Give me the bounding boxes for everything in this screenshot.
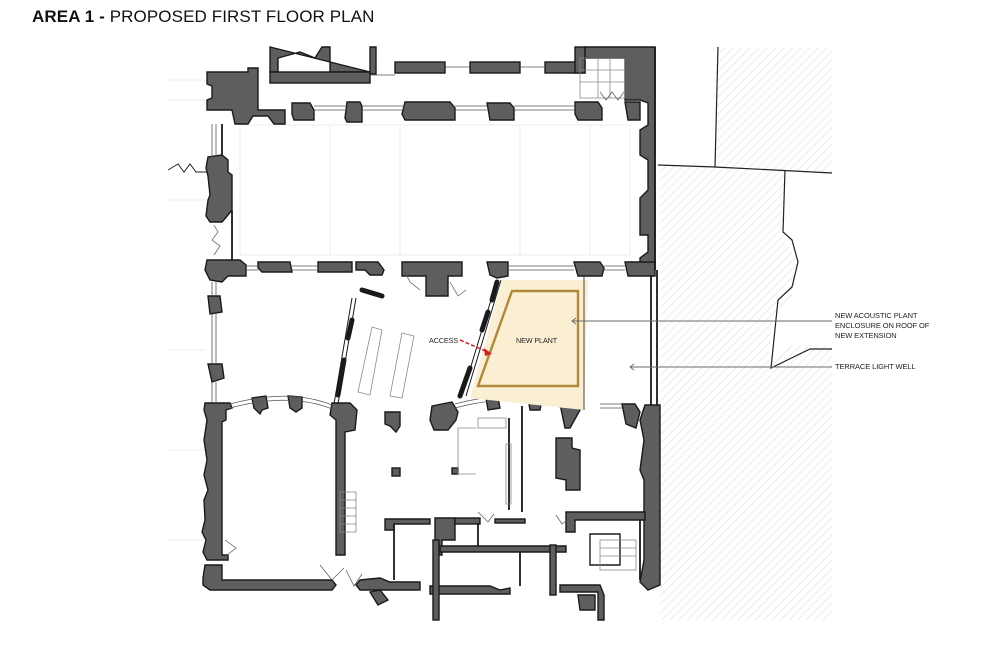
- walls: [201, 46, 661, 621]
- slanted-walls: [335, 279, 500, 399]
- acoustic-enclosure-label-line3: NEW EXTENSION: [835, 331, 897, 340]
- new-plant-label: NEW PLANT: [516, 336, 558, 345]
- context-lines: [168, 79, 631, 541]
- thin-walls: [221, 47, 658, 586]
- title-plan-name: PROPOSED FIRST FLOOR PLAN: [104, 7, 375, 26]
- terrace-light-well-label: TERRACE LIGHT WELL: [835, 362, 916, 371]
- door-swings: [167, 91, 625, 587]
- acoustic-enclosure-label-line1: NEW ACOUSTIC PLANT: [835, 311, 918, 320]
- acoustic-enclosure-label-line2: ENCLOSURE ON ROOF OF: [835, 321, 930, 330]
- neighbouring-site-hatch: [657, 46, 833, 620]
- leader-lines: [571, 317, 832, 371]
- fittings: [339, 57, 637, 571]
- title-area-label: AREA 1 -: [32, 7, 105, 26]
- access-label: ACCESS: [429, 336, 458, 345]
- access-arrow: [459, 339, 492, 356]
- page-title: AREA 1 - PROPOSED FIRST FLOOR PLAN: [32, 7, 375, 27]
